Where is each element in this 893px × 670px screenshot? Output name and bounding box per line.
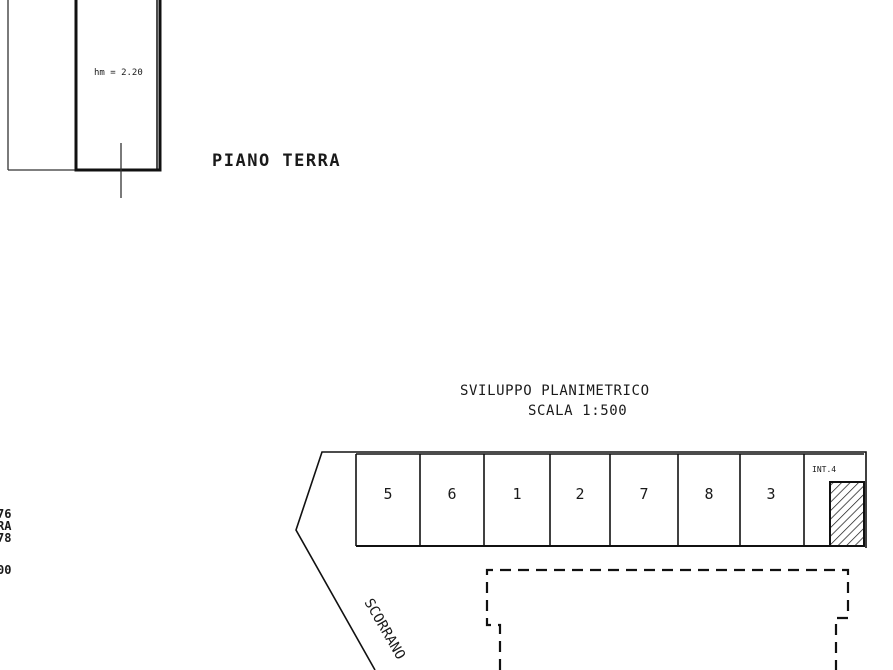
garage-number: 8 [704, 485, 713, 503]
scale-label: SCALA 1:500 [528, 403, 627, 419]
road-boundary [295, 451, 867, 670]
garage-dividers [355, 454, 805, 546]
margin-fragment: RA [0, 519, 12, 533]
street-label: SCORRANO [361, 596, 409, 662]
building-footprint-dashed [485, 568, 850, 670]
garage-number: 3 [766, 485, 775, 503]
garage-number: 6 [447, 485, 456, 503]
margin-fragment: 78 [0, 531, 11, 545]
floor-label: PIANO TERRA [212, 151, 341, 171]
site-plan: 5 6 1 2 7 8 3 INT.4 SCORRANO [295, 451, 867, 670]
margin-fragments: 76 RA 78 00 [0, 507, 12, 577]
hatched-unit [829, 481, 865, 547]
floor-plan-fragment: hm = 2.20 [7, 0, 162, 198]
garage-number: 2 [575, 485, 584, 503]
site-plan-title: SVILUPPO PLANIMETRICO [460, 383, 650, 399]
garage-number: 5 [383, 485, 392, 503]
margin-fragment: 76 [0, 507, 11, 521]
garage-number: 1 [512, 485, 521, 503]
garage-number: 7 [639, 485, 648, 503]
end-box-label: INT.4 [812, 465, 836, 474]
room-outline [74, 0, 162, 172]
margin-fragment: 00 [0, 563, 11, 577]
room-height-annotation: hm = 2.20 [94, 68, 143, 78]
